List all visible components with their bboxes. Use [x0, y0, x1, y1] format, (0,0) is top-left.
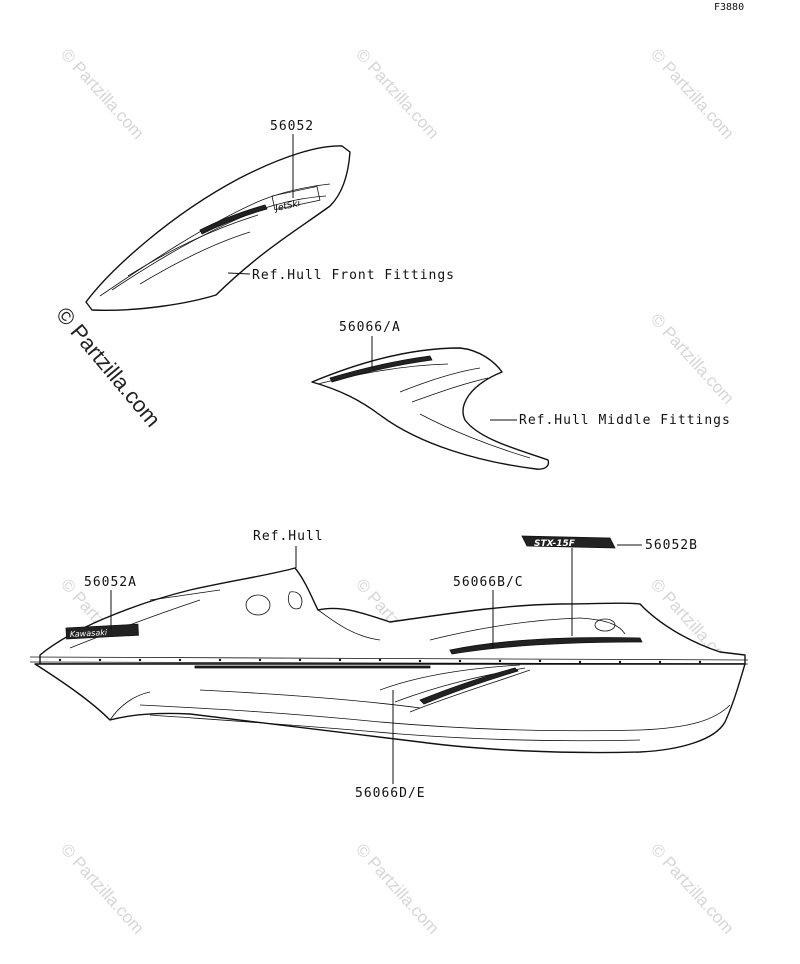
- figure-code: F3880: [714, 2, 744, 13]
- leader-ref-hull-front: [227, 272, 251, 275]
- callout-56066a: 56066/A: [339, 320, 401, 335]
- side-logo: Kawasaki: [70, 628, 108, 639]
- callout-ref-hull-middle: Ref.Hull Middle Fittings: [519, 413, 731, 428]
- watermark: © Partzilla.com: [352, 840, 443, 938]
- callout-ref-hull: Ref.Hull: [253, 529, 324, 544]
- watermarks: © Partzilla.com © Partzilla.com © Partzi…: [51, 45, 738, 938]
- callout-56052b: 56052B: [645, 538, 698, 553]
- callout-ref-hull-front: Ref.Hull Front Fittings: [252, 268, 455, 283]
- callout-56066de: 56066D/E: [355, 786, 426, 801]
- rear-logo: STX-15F: [534, 539, 576, 549]
- rear-decal: STX-15F: [521, 535, 616, 549]
- hull-assembly: Kawasaki: [29, 567, 749, 754]
- callout-56066bc: 56066B/C: [453, 575, 524, 590]
- watermark: © Partzilla.com: [57, 840, 148, 938]
- watermark: © Partzilla.com: [647, 45, 738, 143]
- callout-56052a: 56052A: [84, 575, 137, 590]
- middle-fittings-decal: [311, 347, 550, 470]
- watermark: © Partzilla.com: [57, 45, 148, 143]
- callout-56052: 56052: [270, 119, 314, 134]
- front-fittings-decal: JetSki: [85, 145, 351, 311]
- watermark-large: © Partzilla.com: [51, 302, 165, 432]
- watermark: © Partzilla.com: [647, 840, 738, 938]
- watermark: © Partzilla.com: [352, 45, 443, 143]
- watermark: © Partzilla.com: [647, 310, 738, 408]
